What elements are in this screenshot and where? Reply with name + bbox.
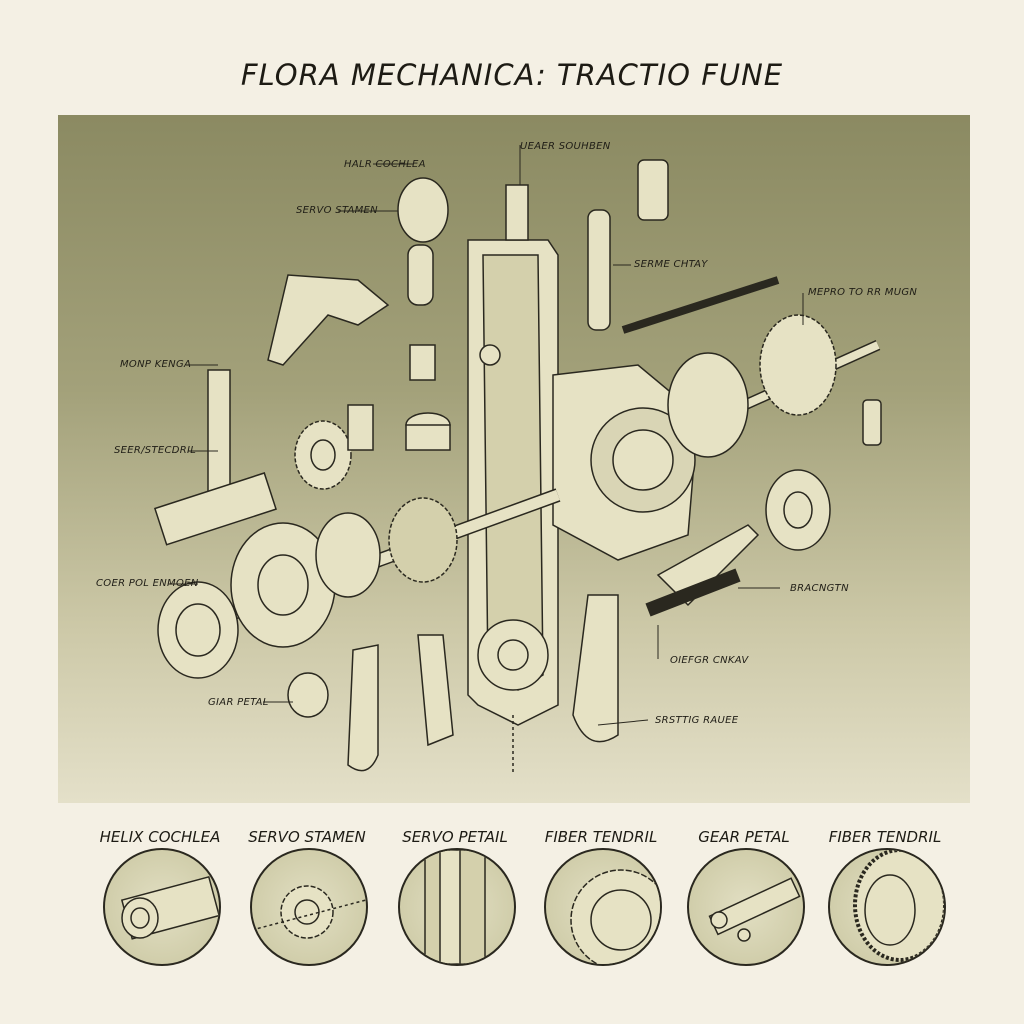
- pin-part: [862, 399, 882, 446]
- callout-label: SEER/STECDRIL: [114, 445, 197, 456]
- screw-part: [621, 276, 780, 334]
- spring-drum-part: [315, 512, 381, 598]
- detail-caption: GEAR PETAL: [698, 828, 790, 846]
- callout-label: MEPRO TO RR MUGN: [808, 287, 918, 298]
- lever-shaft-part: [645, 568, 741, 617]
- gear-petal-part: [287, 672, 329, 718]
- crank-arm-part: [572, 594, 619, 743]
- link-plate-part: [347, 644, 379, 772]
- callout-label: GIAR PETAL: [208, 697, 269, 708]
- right-gear-part: [759, 314, 837, 416]
- callout-label: SERVO STAMEN: [296, 205, 378, 216]
- vertical-post-part: [207, 369, 231, 496]
- callout-label: MONP KENGA: [120, 359, 192, 370]
- hex-nut-part: [409, 344, 436, 381]
- detail-caption: SERVO PETAIL: [402, 828, 508, 846]
- callout-label: BRACNGTN: [790, 583, 849, 594]
- page-title: FLORA MECHANICA: TRACTIO FUNE: [240, 58, 784, 92]
- large-disc-part: [667, 352, 749, 458]
- detail-fiber-tendril-2: [828, 848, 946, 966]
- detail-helix-cochlea: [103, 848, 221, 966]
- gearbox-housing-part: [552, 364, 699, 561]
- callout-label: SERME CHTAY: [634, 259, 708, 270]
- pulley-top-part: [397, 177, 449, 306]
- exploded-assembly-drawing: [153, 145, 882, 775]
- bracket-arm-part: [267, 274, 390, 366]
- slide-block-part: [153, 472, 277, 546]
- detail-caption: FIBER TENDRIL: [544, 828, 658, 846]
- detail-caption: SERVO STAMEN: [248, 828, 366, 846]
- detail-caption: FIBER TENDRIL: [828, 828, 942, 846]
- detail-fiber-tendril: [544, 848, 662, 966]
- detail-servo-stamen: [250, 848, 368, 966]
- callout-label: SRSTTIG RAUEE: [655, 715, 739, 726]
- detail-servo-petail: [398, 848, 516, 966]
- callout-label: UEAER SOUHBEN: [520, 141, 611, 152]
- detail-gear-petal: [687, 848, 805, 966]
- connecting-rod-part: [587, 209, 611, 331]
- clamp-part: [417, 634, 454, 747]
- detail-caption: HELIX COCHLEA: [99, 828, 221, 846]
- exploded-diagram-panel: HALR COCHLEA SERVO STAMEN UEAER SOUHBEN …: [58, 115, 970, 803]
- callout-label: OIEFGR CNKAV: [670, 655, 749, 666]
- central-column-part: [467, 184, 559, 775]
- nozzle-part: [347, 404, 374, 451]
- gear-part: [388, 497, 458, 583]
- callout-label: HALR COCHLEA: [344, 159, 426, 170]
- clip-part: [637, 159, 669, 221]
- callout-label: COER POL ENMOEN: [96, 578, 199, 589]
